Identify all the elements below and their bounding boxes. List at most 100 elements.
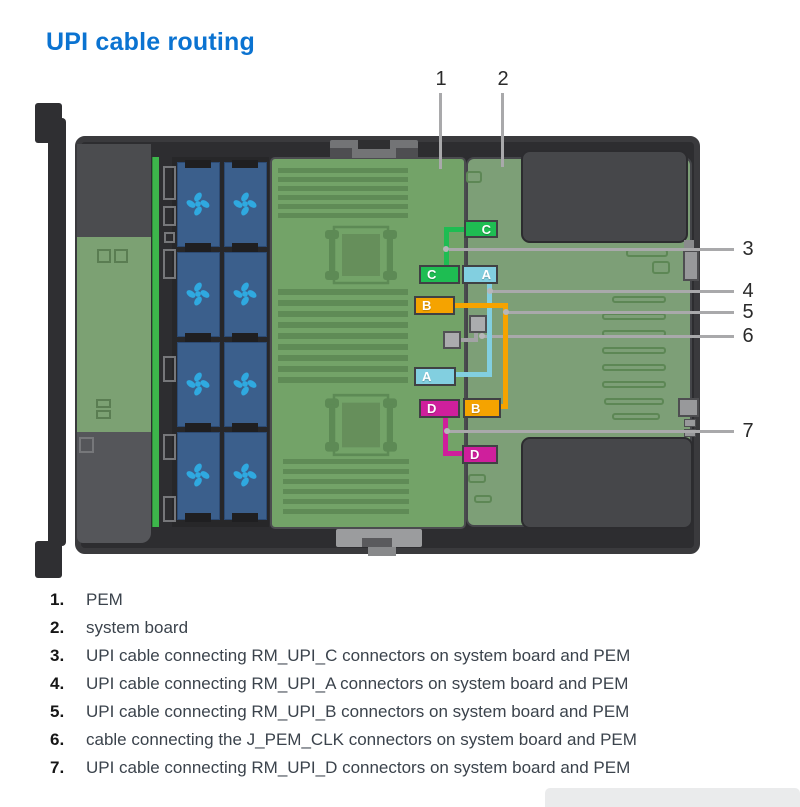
upi-cable-a bbox=[487, 282, 492, 377]
legend-text: cable connecting the J_PEM_CLK connector… bbox=[86, 730, 637, 749]
pcie-slot-outline bbox=[612, 413, 660, 420]
legend-item: 3. UPI cable connecting RM_UPI_C connecto… bbox=[50, 646, 637, 674]
upi-cable-c bbox=[444, 227, 466, 232]
chassis-top-latch-end bbox=[330, 148, 352, 158]
rack-ear-bar bbox=[48, 118, 66, 546]
rm-upi-b-connector-pem: B bbox=[414, 296, 455, 315]
rm-upi-c-connector-pem: C bbox=[419, 265, 460, 284]
legend-number: 4. bbox=[50, 674, 65, 693]
callout-dot-7 bbox=[444, 428, 450, 434]
pem-clk-cable bbox=[474, 330, 478, 342]
fan-icon bbox=[230, 460, 260, 495]
backplane-connector-cutout bbox=[163, 249, 176, 279]
callout-line-1 bbox=[439, 93, 442, 169]
legend-item: 1. PEM bbox=[50, 590, 637, 618]
legend-text: PEM bbox=[86, 590, 123, 609]
callout-line-3 bbox=[444, 248, 734, 251]
fan-icon bbox=[183, 460, 213, 495]
legend-text: UPI cable connecting RM_UPI_C connectors… bbox=[86, 646, 631, 665]
legend-item: 2. system board bbox=[50, 618, 637, 646]
legend-text: system board bbox=[86, 618, 189, 637]
fan-connector-nub bbox=[185, 423, 211, 432]
legend-item: 7.UPI cable connecting RM_UPI_D connecto… bbox=[50, 758, 637, 786]
system-board-connector-outline bbox=[652, 261, 670, 274]
backplane-connector-cutout bbox=[163, 496, 176, 522]
legend-text: UPI cable connecting RM_UPI_B connectors… bbox=[86, 702, 630, 721]
legend-item: 4. UPI cable connecting RM_UPI_A connecto… bbox=[50, 674, 637, 702]
fan-icon bbox=[230, 369, 260, 404]
callout-number-5: 5 bbox=[742, 301, 754, 323]
callout-line-5 bbox=[505, 311, 734, 314]
left-bay-square-2 bbox=[114, 249, 128, 263]
fan-icon bbox=[230, 189, 260, 224]
edge-connector bbox=[683, 250, 699, 281]
fan-icon bbox=[183, 279, 213, 314]
fan-connector-nub bbox=[185, 160, 211, 168]
rm-upi-d-connector-pem: D bbox=[419, 399, 460, 418]
partial-bottom-element bbox=[545, 788, 800, 807]
left-bay-square-5 bbox=[79, 437, 94, 453]
callout-number-6: 6 bbox=[742, 325, 754, 347]
dimm-slots-group bbox=[278, 289, 408, 388]
blank-filler-bottom bbox=[521, 437, 693, 529]
fan-connector-nub bbox=[232, 333, 258, 342]
callout-line-7 bbox=[445, 430, 734, 433]
chassis-top-latch-end bbox=[396, 148, 418, 158]
fan-connector-nub bbox=[232, 243, 258, 252]
upi-cable-b bbox=[503, 303, 508, 409]
fan-connector-nub bbox=[185, 333, 211, 342]
backplane-connector-cutout bbox=[163, 356, 176, 382]
pem-clk-cable bbox=[458, 338, 476, 342]
callout-dot-6 bbox=[479, 333, 485, 339]
rm-upi-d-connector-system-board: D bbox=[462, 445, 498, 464]
chassis-bottom-latch-notch bbox=[362, 538, 392, 547]
edge-connector-small bbox=[684, 240, 694, 248]
callout-dot-4 bbox=[487, 288, 493, 294]
legend-number: 6. bbox=[50, 730, 65, 749]
blank-filler-top bbox=[521, 150, 688, 243]
dimm-slots-group bbox=[283, 459, 409, 517]
callout-dot-5 bbox=[503, 309, 509, 315]
upi-cable-b bbox=[452, 303, 505, 308]
left-bay-square-4 bbox=[96, 410, 111, 419]
page-title: UPI cable routing bbox=[46, 28, 255, 56]
legend-item: 6. cable connecting the J_PEM_CLK connect… bbox=[50, 730, 637, 758]
legend-number: 5. bbox=[50, 702, 65, 721]
fan-icon bbox=[230, 279, 260, 314]
fan-connector-nub bbox=[185, 243, 211, 252]
pcie-slot-outline bbox=[602, 347, 666, 354]
legend-number: 7. bbox=[50, 758, 65, 777]
legend-number: 3. bbox=[50, 646, 65, 665]
edge-connector-small bbox=[684, 429, 696, 437]
pcie-slot-outline bbox=[604, 398, 664, 405]
pcie-slot-outline bbox=[602, 381, 666, 388]
chassis-bottom-latch-tab bbox=[368, 547, 396, 556]
left-bay-square-1 bbox=[97, 249, 111, 263]
legend-number: 2. bbox=[50, 618, 65, 637]
callout-line-2 bbox=[501, 93, 504, 167]
callout-number-1: 1 bbox=[435, 68, 447, 90]
left-bay-green-panel bbox=[77, 237, 151, 432]
chassis-top-latch-notch bbox=[358, 140, 390, 149]
system-board-connector-outline bbox=[474, 495, 492, 503]
fan-icon bbox=[183, 189, 213, 224]
rm-upi-c-connector-system-board: C bbox=[464, 220, 498, 238]
callout-number-7: 7 bbox=[742, 420, 754, 442]
legend-text: UPI cable connecting RM_UPI_A connectors… bbox=[86, 674, 629, 693]
j-pem-clk-connector-pem bbox=[443, 331, 461, 349]
system-board-connector-outline bbox=[466, 171, 482, 183]
backplane-connector-cutout bbox=[163, 166, 176, 200]
fan-connector-nub bbox=[232, 513, 258, 522]
legend-number: 1. bbox=[50, 590, 65, 609]
upi-cable-d bbox=[443, 415, 448, 456]
fan-connector-nub bbox=[185, 513, 211, 522]
rm-upi-b-connector-system-board: B bbox=[463, 398, 501, 418]
callout-dot-3 bbox=[443, 246, 449, 252]
upi-cable-a bbox=[455, 372, 489, 377]
fan-connector-nub bbox=[232, 160, 258, 168]
pcie-slot-outline bbox=[612, 296, 666, 303]
left-bay-square-3 bbox=[96, 399, 111, 408]
rack-ear-bottom-tab bbox=[35, 541, 62, 578]
rack-ear-top-tab bbox=[35, 103, 62, 143]
edge-connector-small bbox=[684, 419, 696, 427]
